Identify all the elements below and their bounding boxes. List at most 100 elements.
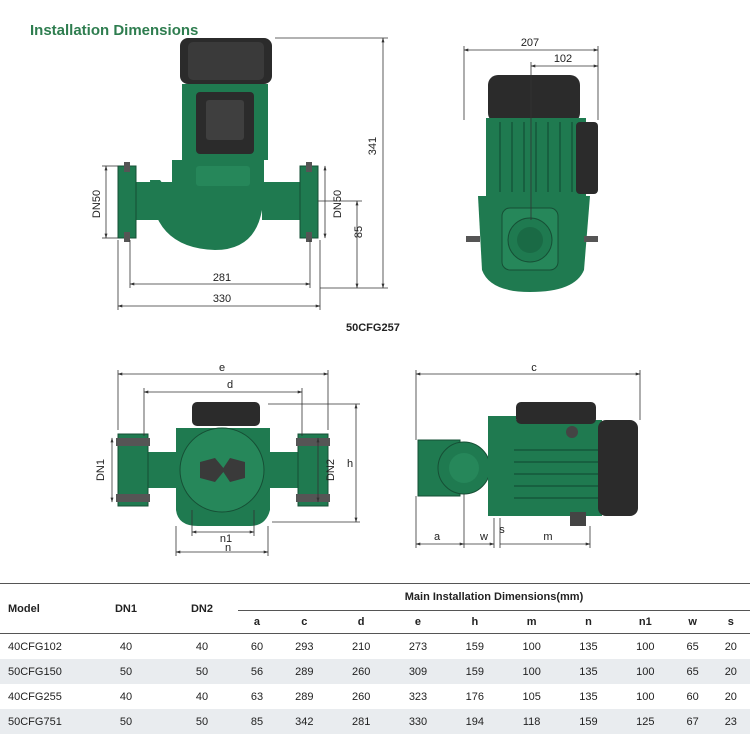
- dim-dn1-label: DN1: [95, 459, 107, 481]
- cell-m: 100: [503, 659, 561, 684]
- cell-m: 100: [522, 640, 541, 653]
- top-side-pump-drawing: [466, 75, 598, 292]
- dim-axis-height-label: 85: [353, 226, 365, 238]
- group-header: Main Installation Dimensions(mm): [238, 583, 750, 611]
- dim-m-label: m: [543, 531, 552, 543]
- dim-w-label: w: [479, 531, 488, 543]
- cell-dn2: 40: [195, 690, 209, 703]
- col-header-a: a: [238, 610, 276, 634]
- cell-h: 194: [446, 709, 504, 734]
- cell-c: 293: [295, 640, 314, 653]
- cell-d: 260: [351, 690, 371, 703]
- cell-n: 135: [579, 690, 598, 703]
- cell-n1: 100: [636, 690, 655, 703]
- dim-dn2-label: DN2: [325, 459, 337, 481]
- model-caption: 50CFG257: [346, 322, 400, 334]
- dim-n1-label: n1: [220, 533, 232, 545]
- dimensions-table: Model DN1 DN2 Main Installation Dimensio…: [0, 583, 750, 734]
- col-header-m: m: [503, 610, 561, 634]
- cell-model: 40CFG102: [8, 640, 62, 653]
- cell-n: 135: [560, 659, 617, 684]
- cell-d: 210: [351, 640, 371, 653]
- col-header-s: s: [711, 610, 750, 634]
- dim-dn-left-label: DN50: [91, 190, 103, 218]
- dim-width-outer-label: 330: [213, 293, 231, 305]
- cell-dn1: 50: [86, 659, 166, 684]
- cell-n1: 125: [616, 709, 674, 734]
- top-front-pump-drawing: [117, 38, 319, 250]
- cell-e: 323: [408, 690, 428, 703]
- col-header-h: h: [446, 610, 504, 634]
- cell-model: 50CFG150: [0, 659, 86, 684]
- col-header-dn1: DN1: [86, 583, 166, 634]
- cell-c: 289: [275, 659, 333, 684]
- cell-s: 20: [724, 640, 737, 653]
- cell-d: 260: [332, 659, 390, 684]
- cell-n: 135: [579, 640, 598, 653]
- dim-side-width-half-label: 102: [554, 53, 572, 65]
- table-row: 40CFG255 40 40 63 289 260 323 176 105 13…: [0, 684, 750, 709]
- dim-a-label: a: [434, 531, 441, 543]
- dim-e-label: e: [219, 362, 225, 374]
- table-row: 40CFG102 40 40 60 293 210 273 159 100 13…: [0, 634, 750, 660]
- cell-dn1: 40: [119, 640, 133, 653]
- cell-c: 342: [275, 709, 333, 734]
- dim-n-label: n: [225, 542, 231, 554]
- dim-dn-right-label: DN50: [332, 190, 344, 218]
- cell-e: 330: [389, 709, 447, 734]
- cell-n1: 100: [616, 659, 674, 684]
- dim-width-inner-label: 281: [213, 272, 231, 284]
- dim-side-width-total-label: 207: [521, 37, 539, 49]
- col-header-c: c: [275, 610, 333, 634]
- cell-a: 63: [250, 690, 264, 703]
- table-header-row: Model DN1 DN2 Main Installation Dimensio…: [0, 583, 750, 634]
- cell-e: 273: [408, 640, 428, 653]
- cell-e: 309: [389, 659, 447, 684]
- cell-a: 85: [238, 709, 276, 734]
- cell-dn2: 40: [195, 640, 209, 653]
- cell-dn1: 50: [86, 709, 166, 734]
- cell-h: 159: [446, 659, 504, 684]
- cell-s: 23: [711, 709, 750, 734]
- cell-n: 159: [560, 709, 617, 734]
- cell-d: 281: [332, 709, 390, 734]
- cell-m: 118: [503, 709, 561, 734]
- table-row: 50CFG751 50 50 85 342 281 330 194 118 15…: [0, 709, 750, 734]
- col-header-dn2: DN2: [166, 583, 238, 634]
- cell-a: 60: [250, 640, 264, 653]
- cell-m: 105: [522, 690, 541, 703]
- page-title: Installation Dimensions: [30, 22, 199, 39]
- dim-height-label: 341: [367, 137, 379, 155]
- cell-a: 56: [238, 659, 276, 684]
- cell-n1: 100: [636, 640, 655, 653]
- col-header-d: d: [332, 610, 390, 634]
- cell-dn2: 50: [166, 659, 238, 684]
- cell-w: 60: [686, 690, 699, 703]
- cell-dn2: 50: [166, 709, 238, 734]
- table-subheader-row: a c d e h m n n1 w s: [0, 610, 750, 634]
- col-header-model: Model: [0, 583, 86, 634]
- cell-dn1: 40: [119, 690, 133, 703]
- cell-model: 40CFG255: [8, 690, 62, 703]
- bottom-side-pump-drawing: [417, 402, 638, 526]
- installation-drawings: 341 85 DN50 DN50 281 330 207 102: [91, 37, 641, 556]
- cell-h: 176: [465, 690, 484, 703]
- dim-c-label: c: [531, 362, 537, 374]
- cell-s: 20: [724, 690, 737, 703]
- cell-s: 20: [711, 659, 750, 684]
- col-header-w: w: [673, 610, 712, 634]
- cell-w: 65: [686, 640, 699, 653]
- col-header-e: e: [389, 610, 447, 634]
- dim-h-label: h: [347, 458, 353, 470]
- col-header-n1: n1: [616, 610, 674, 634]
- cell-w: 65: [673, 659, 712, 684]
- cell-h: 159: [465, 640, 484, 653]
- bottom-front-pump-drawing: [116, 402, 330, 526]
- cell-c: 289: [295, 690, 314, 703]
- table-row: 50CFG150 50 50 56 289 260 309 159 100 13…: [0, 659, 750, 684]
- col-header-n: n: [560, 610, 617, 634]
- dim-d-label: d: [227, 379, 233, 391]
- cell-w: 67: [673, 709, 712, 734]
- dim-s-label: s: [499, 524, 505, 536]
- cell-model: 50CFG751: [0, 709, 86, 734]
